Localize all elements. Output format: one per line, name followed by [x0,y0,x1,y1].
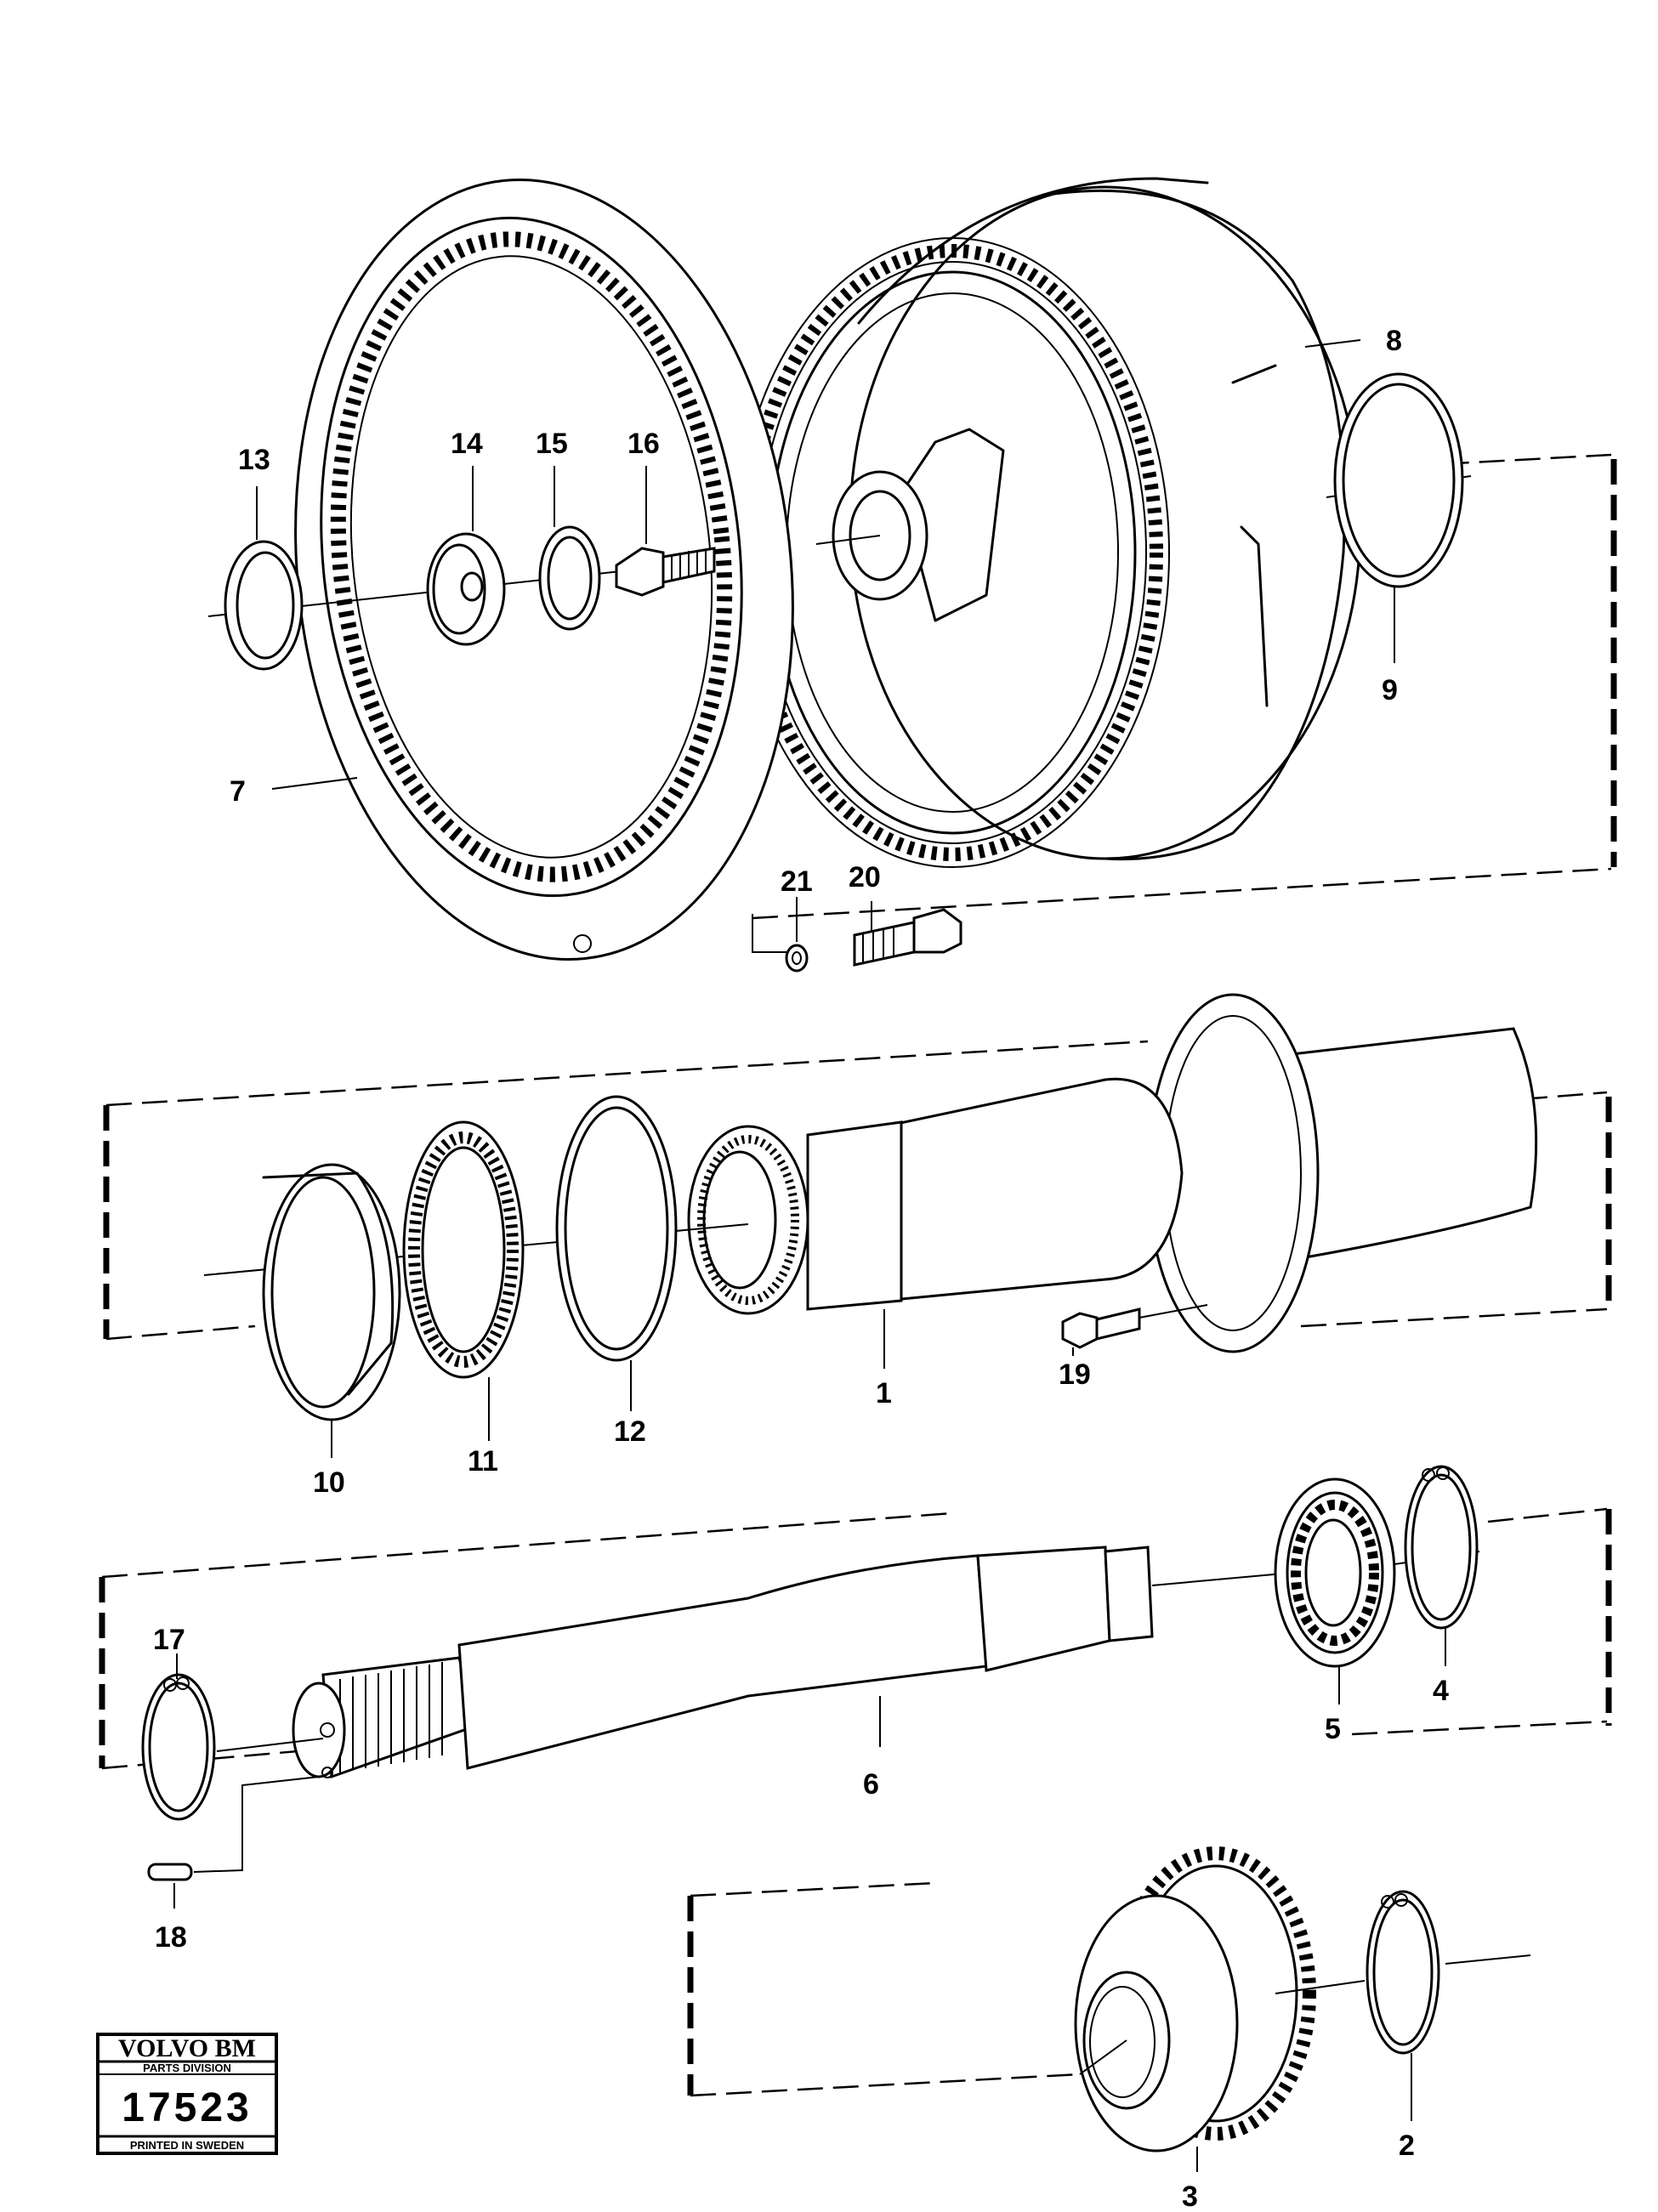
callout-16: 16 [627,428,660,460]
callout-13: 13 [238,444,270,476]
callout-7: 7 [230,775,246,808]
stator-shaft-part-1 [687,993,1538,1353]
o-ring-part-15 [538,525,601,631]
leader-line-8 [1304,339,1361,348]
stamp-footer: PRINTED IN SWEDEN [130,2139,244,2152]
callout-11: 11 [468,1445,498,1478]
circlip-part-4 [1404,1465,1479,1630]
ball-bearing-part-5 [1274,1478,1396,1668]
axis-line-lower [216,1738,324,1752]
stamp-division: PARTS DIVISION [143,2062,231,2074]
callout-6: 6 [863,1768,879,1801]
callout-17: 17 [153,1624,185,1656]
callout-8: 8 [1386,325,1402,357]
washer-part-21 [785,944,809,973]
bolt-part-19 [1061,1304,1208,1349]
bushing-part-14 [426,532,506,646]
seal-ring-part-13 [224,540,304,671]
gear-part-3 [1074,1846,1316,2152]
callout-2: 2 [1399,2130,1415,2162]
callout-15: 15 [536,428,568,460]
callout-20: 20 [849,861,881,893]
assembly-group-converter: 8 7 13 14 [207,177,1617,973]
callout-10: 10 [313,1466,345,1499]
callout-18: 18 [155,1921,187,1954]
callout-1: 1 [876,1377,892,1409]
circlip-part-2 [1366,1890,1440,2055]
callout-3: 3 [1182,2181,1198,2212]
turbine-shaft-part-6 [292,1546,1154,1779]
pin-part-18 [147,1863,193,1881]
callout-4: 4 [1433,1675,1449,1707]
bolt-part-16 [615,547,716,597]
stamp-brand: VOLVO BM [118,2034,256,2062]
bearing-race-part-10 [262,1163,401,1421]
callout-5: 5 [1325,1713,1341,1745]
catalogue-stamp: VOLVO BM PARTS DIVISION 17523 PRINTED IN… [96,2033,278,2155]
assembly-group-gear: 3 2 [687,1846,1531,2212]
stamp-number: 17523 [122,2085,252,2130]
callout-12: 12 [614,1415,646,1448]
splined-ring-part-11 [402,1120,525,1379]
callout-9: 9 [1382,674,1398,706]
callout-21: 21 [781,865,813,898]
circlip-part-17 [141,1673,216,1821]
retaining-ring-part-9 [1333,372,1464,588]
assembly-group-turbine-shaft: 6 5 4 17 [99,1465,1612,1954]
bolt-part-20 [853,908,962,967]
leader-line-7 [271,777,358,790]
callout-19: 19 [1059,1358,1091,1391]
o-ring-part-12 [555,1095,678,1362]
assembly-group-stator-shaft: 1 19 12 11 1 [103,993,1612,1499]
converter-housing-part-8 [735,177,1362,868]
callout-14: 14 [451,428,483,460]
